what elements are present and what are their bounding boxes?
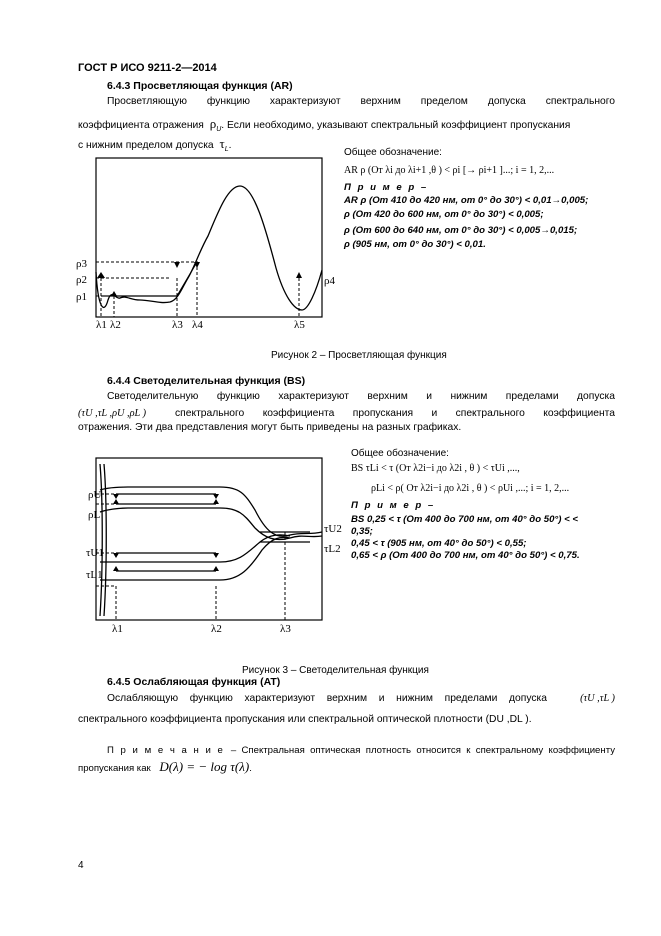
s644-example-3: 0,45 < τ (905 нм, от 40° до 50°) < 0,55; xyxy=(351,538,527,549)
s644-general-label: Общее обозначение: xyxy=(351,448,449,459)
note-text-1: – Спектральная оптическая плотность отно… xyxy=(230,745,615,756)
s643-general-label: Общее обозначение: xyxy=(344,147,442,158)
fig3-guides xyxy=(96,493,286,620)
figure-2-ar-diagram: ρ3 ρ2 ρ1 ρ4 λ1 λ2 λ3 λ4 λ5 xyxy=(76,157,335,331)
s644-line-3: отражения. Эти два представления могут б… xyxy=(78,422,462,433)
fig3-frame xyxy=(95,457,323,621)
fig2-label-rho2: ρ2 xyxy=(76,274,87,286)
s645-note-line-1: П р и м е ч а н и е – Спектральная оптич… xyxy=(107,745,615,756)
s644-example-1: BS 0,25 < τ (От 400 до 700 нм, от 40° до… xyxy=(351,514,578,525)
fig3-label-tauU2: τU2 xyxy=(324,523,342,535)
page-number: 4 xyxy=(78,860,84,871)
fig3-label-tauL2: τL2 xyxy=(324,543,341,555)
fig3-label-lambda3: λ3 xyxy=(280,623,291,635)
s645-symbols: (τU ,τL ) xyxy=(580,693,615,704)
fig2-label-rho4: ρ4 xyxy=(324,275,335,287)
s643-example-3: ρ (От 600 до 640 нм, от 0° до 30°) < 0,0… xyxy=(344,225,578,236)
tau-symbol: τ xyxy=(219,136,225,151)
fig3-label-tauU1: τU1 xyxy=(86,547,104,559)
fig3-label-lambda1: λ1 xyxy=(112,623,123,635)
s643-line-2-text-a: коэффициента отражения xyxy=(78,120,204,131)
fig3-label-lambda2: λ2 xyxy=(211,623,222,635)
section-6-4-5-title: 6.4.5 Ослабляющая функция (AT) xyxy=(107,676,281,688)
s643-line-1: Просветляющую функцию характеризуют верх… xyxy=(107,96,615,107)
fig2-arrow-markers xyxy=(97,262,302,296)
section-6-4-3-title: 6.4.3 Просветляющая функция (AR) xyxy=(107,80,293,92)
fig2-frame xyxy=(95,157,323,318)
s644-general-line-1: BS τLi < τ (От λ2i−i до λ2i , θ ) < τUi … xyxy=(351,463,520,474)
fig2-reflectance-curve xyxy=(95,185,323,311)
s644-example-4: 0,65 < ρ (От 400 до 700 нм, от 40° до 50… xyxy=(351,550,580,561)
fig2-limits xyxy=(101,261,198,297)
fig3-label-rhoU: ρU xyxy=(88,489,101,501)
fig3-label-rhoL: ρL xyxy=(88,509,100,521)
s644-line-1: Светоделительную функцию характеризуют в… xyxy=(107,391,615,402)
s643-general-formula: AR ρ (От λi до λi+1 ,θ ) < ρi [→ ρi+1 ].… xyxy=(344,165,555,176)
fig2-label-lambda5: λ5 xyxy=(294,319,305,331)
s643-line-2-text-b: . Если необходимо, указывают спектральны… xyxy=(221,120,571,131)
s643-example-1: AR ρ (От 410 до 420 нм, от 0° до 30°) < … xyxy=(344,195,589,206)
s644-example-2: 0,35; xyxy=(351,526,373,537)
s644-symbols: (τU ,τL ,ρU ,ρL ) xyxy=(78,408,147,419)
s645-line-1: Ослабляющую функцию характеризуют верхни… xyxy=(107,688,615,709)
s643-example-2: ρ (От 420 до 600 нм, от 0° до 30°) < 0,0… xyxy=(344,209,544,220)
figure-3-caption: Рисунок 3 – Светоделительная функция xyxy=(242,665,429,676)
figure-3-bs-diagram: ρU ρL τU1 τL1 τU2 τL2 λ1 λ2 λ3 xyxy=(86,457,342,635)
fig3-label-tauL1: τL1 xyxy=(86,569,103,581)
fig2-label-lambda2: λ2 xyxy=(110,319,121,331)
s643-line-3-text-b: . xyxy=(228,140,232,151)
fig3-curves xyxy=(99,463,323,617)
rho-symbol: ρ xyxy=(209,116,217,131)
page-header: ГОСТ Р ИСО 9211-2—2014 xyxy=(78,62,217,74)
s643-line-2: коэффициента отражения ρU. Если необходи… xyxy=(78,113,570,140)
tau-subscript: L xyxy=(224,146,229,154)
s644-general-line-2: ρLi < ρ( От λ2i−i до λ2i , θ ) < ρUi ,..… xyxy=(371,483,570,494)
s643-line-3-text-a: с нижним пределом допуска xyxy=(78,140,214,151)
note-text-2: пропускания как xyxy=(78,763,151,774)
section-6-4-4-title: 6.4.4 Светоделительная функция (BS) xyxy=(107,375,306,387)
figure-2-caption: Рисунок 2 – Просветляющая функция xyxy=(271,350,447,361)
note-text-2-end: . xyxy=(249,763,252,774)
rho-subscript: U xyxy=(216,126,222,134)
s644-example-label: П р и м е р – xyxy=(351,500,436,511)
fig3-arrow-markers xyxy=(113,494,219,571)
note-formula: D(λ) = − log τ(λ) xyxy=(159,759,250,774)
s645-line-2: спектрального коэффициента пропускания и… xyxy=(78,714,532,725)
fig2-guides xyxy=(96,261,300,317)
fig2-label-rho1: ρ1 xyxy=(76,291,87,303)
s644-line-2: (τU ,τL ,ρU ,ρL ) спектрального коэффици… xyxy=(78,403,615,424)
s644-line-2-text: спектрального коэффициента пропускания и… xyxy=(175,408,615,419)
s643-line-3: с нижним пределом допуска τL. xyxy=(78,133,232,160)
fig2-label-lambda4: λ4 xyxy=(192,319,203,331)
fig2-label-lambda1: λ1 xyxy=(96,319,107,331)
s643-example-label: П р и м е р – xyxy=(344,182,429,193)
s645-line-1-text: Ослабляющую функцию характеризуют верхни… xyxy=(107,693,547,704)
s643-example-4: ρ (905 нм, от 0° до 30°) < 0,01. xyxy=(344,239,486,250)
fig2-label-lambda3: λ3 xyxy=(172,319,183,331)
fig3-limits xyxy=(116,493,310,572)
s645-note-line-2: пропускания как D(λ) = − log τ(λ). xyxy=(78,759,252,775)
note-label: П р и м е ч а н и е xyxy=(107,745,225,756)
fig2-label-rho3: ρ3 xyxy=(76,258,87,270)
